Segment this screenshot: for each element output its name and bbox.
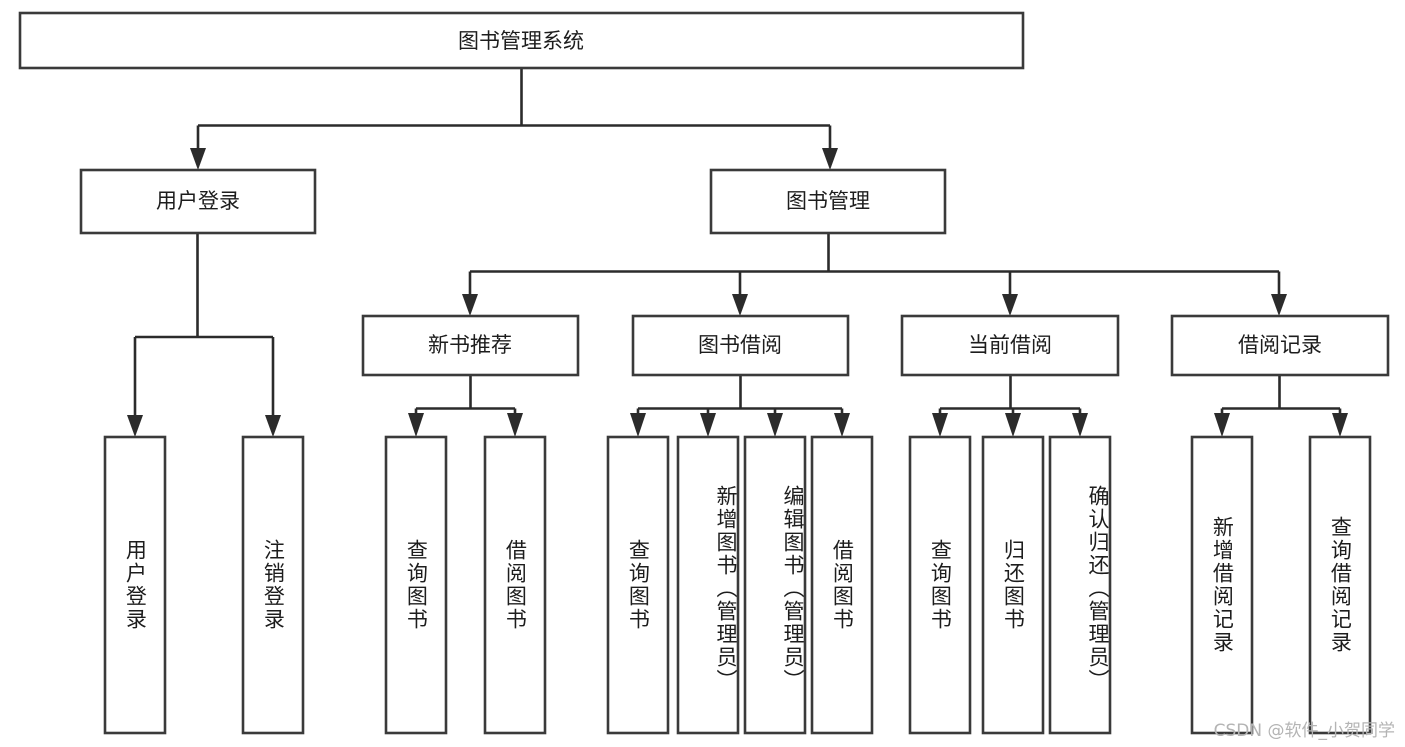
node-label: 新书推荐: [428, 333, 512, 357]
node-box[interactable]: [709, 168, 947, 235]
arrow-head-icon: [507, 413, 523, 437]
node-borrow-record[interactable]: 借阅记录: [1170, 314, 1390, 377]
node-label: 当前借阅: [968, 333, 1052, 357]
arrow-head-icon: [1271, 294, 1287, 316]
node-label: 图书借阅: [698, 333, 782, 357]
node-book-manage[interactable]: 图书管理: [709, 168, 947, 235]
edge-current-borrow-to-leaves: [932, 375, 1088, 437]
leaf-box-layer: [103, 435, 1372, 735]
leaf-box-borrow-book-2[interactable]: [810, 435, 874, 735]
edge-book-borrow-to-leaves: [630, 375, 850, 437]
edge-root-to-level2: [190, 68, 838, 170]
leaf-box-query-borrow-record[interactable]: [1308, 435, 1372, 735]
leaf-box-add-borrow-record[interactable]: [1190, 435, 1254, 735]
leaf-box-add-book[interactable]: [676, 435, 740, 735]
leaf-box-user-logout[interactable]: [241, 435, 305, 735]
node-user-login[interactable]: 用户登录: [79, 168, 317, 235]
arrow-head-icon: [700, 413, 716, 437]
arrow-head-icon: [190, 148, 206, 170]
node-box[interactable]: [18, 11, 1025, 70]
node-box[interactable]: [900, 314, 1120, 377]
edge-new-book-recommend-to-leaves: [408, 375, 523, 437]
leaf-box-query-book-3[interactable]: [908, 435, 972, 735]
arrow-head-icon: [767, 413, 783, 437]
edge-book-manage-to-level3: [462, 233, 1287, 316]
node-label: 图书管理系统: [458, 29, 584, 53]
arrow-head-icon: [932, 413, 948, 437]
node-box[interactable]: [79, 168, 317, 235]
leaf-box-borrow-book-1[interactable]: [483, 435, 547, 735]
arrow-head-icon: [408, 413, 424, 437]
arrow-head-icon: [1002, 294, 1018, 316]
leaf-box-query-book-1[interactable]: [384, 435, 448, 735]
arrow-head-icon: [1072, 413, 1088, 437]
edge-borrow-record-to-leaves: [1214, 375, 1348, 437]
connector-layer: [127, 68, 1348, 437]
arrow-head-icon: [732, 294, 748, 316]
node-label: 用户登录: [156, 189, 240, 213]
arrow-head-icon: [265, 415, 281, 437]
node-current-borrow[interactable]: 当前借阅: [900, 314, 1120, 377]
node-root[interactable]: 图书管理系统: [18, 11, 1025, 70]
node-box[interactable]: [631, 314, 850, 377]
leaf-box-edit-book[interactable]: [743, 435, 807, 735]
node-label: 借阅记录: [1238, 333, 1322, 357]
leaf-box-return-book[interactable]: [981, 435, 1045, 735]
arrow-head-icon: [1332, 413, 1348, 437]
node-book-borrow[interactable]: 图书借阅: [631, 314, 850, 377]
node-box[interactable]: [361, 314, 580, 377]
node-box[interactable]: [1170, 314, 1390, 377]
arrow-head-icon: [127, 415, 143, 437]
arrow-head-icon: [462, 294, 478, 316]
leaf-box-user-login[interactable]: [103, 435, 167, 735]
edge-user-login-to-leaves: [127, 233, 281, 437]
node-label: 图书管理: [786, 189, 870, 213]
leaf-box-query-book-2[interactable]: [606, 435, 670, 735]
watermark-text: CSDN @软件_小贺同学: [1213, 721, 1395, 741]
arrow-head-icon: [822, 148, 838, 170]
arrow-head-icon: [1214, 413, 1230, 437]
arrow-head-icon: [834, 413, 850, 437]
node-new-book-recommend[interactable]: 新书推荐: [361, 314, 580, 377]
arrow-head-icon: [630, 413, 646, 437]
leaf-box-confirm-return[interactable]: [1048, 435, 1112, 735]
arrow-head-icon: [1005, 413, 1021, 437]
